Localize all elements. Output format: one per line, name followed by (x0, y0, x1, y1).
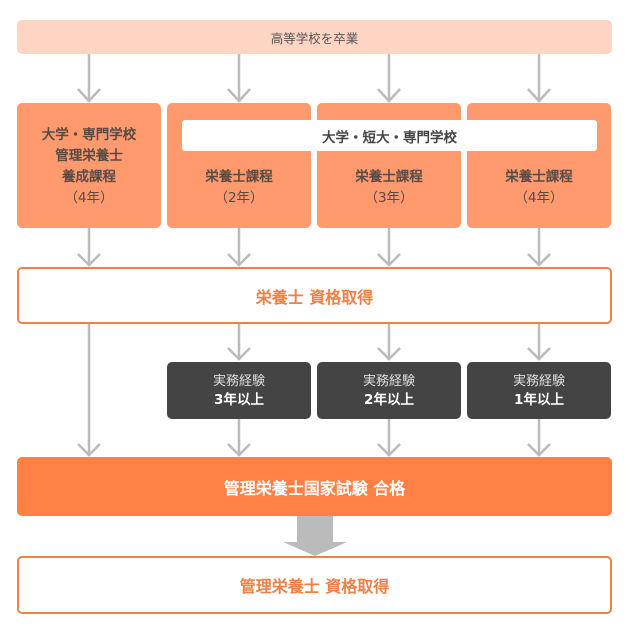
program-1-text: 大学・専門学校 管理栄養士 養成課程 （4年） (17, 125, 161, 209)
registered-dietitian-label: 管理栄養士 資格取得 (239, 577, 390, 596)
arrow-program-3-to-qual (377, 228, 401, 267)
arrow-qual-to-exp-2 (377, 324, 401, 361)
experience-box-1yr: 実務経験 1年以上 (467, 362, 611, 419)
experience-box-3yr: 実務経験 3年以上 (167, 362, 311, 419)
nutritionist-qualification-label: 栄養士 資格取得 (255, 287, 374, 307)
arrow-exam-to-final (283, 516, 347, 556)
arrow-program-1-to-exam (77, 324, 101, 457)
national-exam-pass-box: 管理栄養士国家試験 合格 (17, 457, 612, 516)
experience-2-duration: 2年以上 (364, 391, 414, 408)
arrow-exp-2-to-exam (377, 419, 401, 457)
arrow-start-to-program-2 (227, 54, 251, 103)
experience-3-duration: 1年以上 (514, 391, 564, 408)
arrow-start-to-program-4 (527, 54, 551, 103)
program-3-line-1: 栄養士課程 (355, 169, 423, 185)
program-4-line-1: 栄養士課程 (505, 169, 573, 185)
arrow-program-2-to-qual (227, 228, 251, 267)
program-4-text: 栄養士課程 （4年） (467, 167, 611, 209)
registered-dietitian-qualification-box: 管理栄養士 資格取得 (17, 556, 612, 614)
arrow-exp-3-to-exam (527, 419, 551, 457)
arrow-program-4-to-qual (527, 228, 551, 267)
national-exam-label: 管理栄養士国家試験 合格 (223, 478, 406, 498)
arrow-exp-1-to-exam (227, 419, 251, 457)
program-2-text: 栄養士課程 （2年） (167, 167, 311, 209)
nutritionist-qualification-box: 栄養士 資格取得 (17, 267, 612, 324)
program-4-line-2: （4年） (514, 190, 564, 206)
program-3-line-2: （3年） (364, 190, 414, 206)
experience-1-title: 実務経験 (212, 373, 265, 389)
experience-2-title: 実務経験 (362, 373, 415, 389)
school-type-band: 大学・短大・専門学校 (182, 120, 597, 151)
program-1-line-3: 養成課程 (62, 169, 116, 185)
program-2-line-1: 栄養士課程 (205, 169, 273, 185)
experience-1-duration: 3年以上 (214, 391, 264, 408)
experience-box-2yr: 実務経験 2年以上 (317, 362, 461, 419)
arrow-qual-to-exp-3 (527, 324, 551, 361)
arrow-qual-to-exp-1 (227, 324, 251, 361)
program-3-text: 栄養士課程 （3年） (317, 167, 461, 209)
start-label: 高等学校を卒業 (270, 30, 359, 46)
arrow-start-to-program-1 (77, 54, 101, 103)
program-1-line-2: 管理栄養士 (55, 148, 123, 164)
program-1-line-4: （4年） (64, 190, 114, 206)
program-2-line-2: （2年） (214, 190, 264, 206)
arrow-start-to-program-3 (377, 54, 401, 103)
arrow-program-1-down (77, 228, 101, 267)
program-box-dietitian-training-4yr: 大学・専門学校 管理栄養士 養成課程 （4年） (17, 103, 161, 228)
school-type-label: 大学・短大・専門学校 (322, 129, 457, 146)
program-1-line-1: 大学・専門学校 (41, 127, 137, 143)
experience-3-title: 実務経験 (512, 373, 565, 389)
start-box-high-school-graduation: 高等学校を卒業 (17, 20, 612, 54)
